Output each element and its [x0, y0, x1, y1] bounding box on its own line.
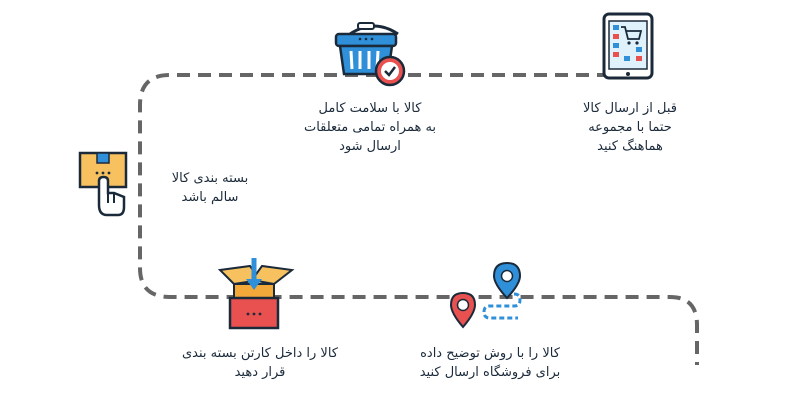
step-line: قرار دهید [234, 365, 286, 380]
step-line: سالم باشد [181, 190, 239, 205]
basket-check-icon [334, 22, 406, 87]
step-line: کالا را با روش توضیح داده [420, 346, 560, 361]
step-text-ship-method: کالا را با روش توضیح داده برای فروشگاه ا… [395, 344, 585, 382]
step-line: به همراه تمامی متعلقات [303, 120, 437, 135]
tablet-cart-icon [602, 12, 654, 80]
step-line: قبل از ارسال کالا [582, 101, 678, 116]
step-text-packaging-safe: بسته بندی کالا سالم باشد [150, 169, 270, 207]
step-line: برای فروشگاه ارسال کنید [419, 365, 561, 380]
step-line: کالا با سلامت کامل [318, 101, 422, 116]
step-line: بسته بندی کالا [171, 171, 249, 186]
route-pins-icon [449, 261, 522, 329]
dashed-route-path [138, 73, 699, 365]
step-line: ارسال شود [339, 139, 401, 154]
hand-box-icon [78, 151, 128, 217]
step-text-match-set: قبل از ارسال کالا حتما با مجموعه هماهنگ … [555, 99, 705, 156]
step-line: حتما با مجموعه [588, 120, 672, 135]
step-text-carton-pack: کالا را داخل کارتن بسته بندی قرار دهید [160, 344, 360, 382]
step-text-healthy-goods: کالا با سلامت کامل به همراه تمامی متعلقا… [285, 99, 455, 156]
step-line: هماهنگ کنید [597, 139, 663, 154]
step-line: کالا را داخل کارتن بسته بندی [182, 346, 338, 361]
open-box-icon [217, 258, 295, 330]
